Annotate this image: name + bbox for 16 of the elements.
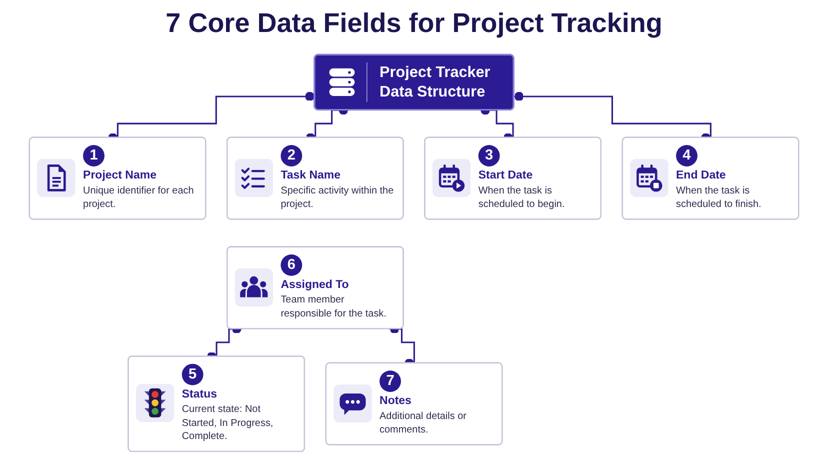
field-name: Assigned To (280, 278, 349, 292)
field-description: Specific activity within the project. (280, 184, 394, 210)
field-description: Unique identifier for each project. (83, 184, 194, 210)
field-description: When the task is scheduled to begin. (478, 184, 565, 210)
field-name: Start Date (478, 168, 533, 182)
field-description: When the task is scheduled to finish. (676, 184, 762, 210)
field-name: Notes (380, 394, 412, 408)
diagram-title: 7 Core Data Fields for Project Tracking (164, 8, 664, 39)
field-description: Additional details or comments. (380, 410, 466, 435)
field-name: End Date (676, 168, 726, 182)
field-name: Project Name (83, 168, 156, 182)
field-description: Current state: Not Started, In Progress, Complete. (182, 403, 274, 442)
field-name: Task Name (280, 168, 341, 182)
field-name: Status (182, 388, 217, 401)
field-description: Team member responsible for the task. (280, 294, 386, 319)
structure-title: Project Tracker Data Structure (366, 62, 506, 102)
